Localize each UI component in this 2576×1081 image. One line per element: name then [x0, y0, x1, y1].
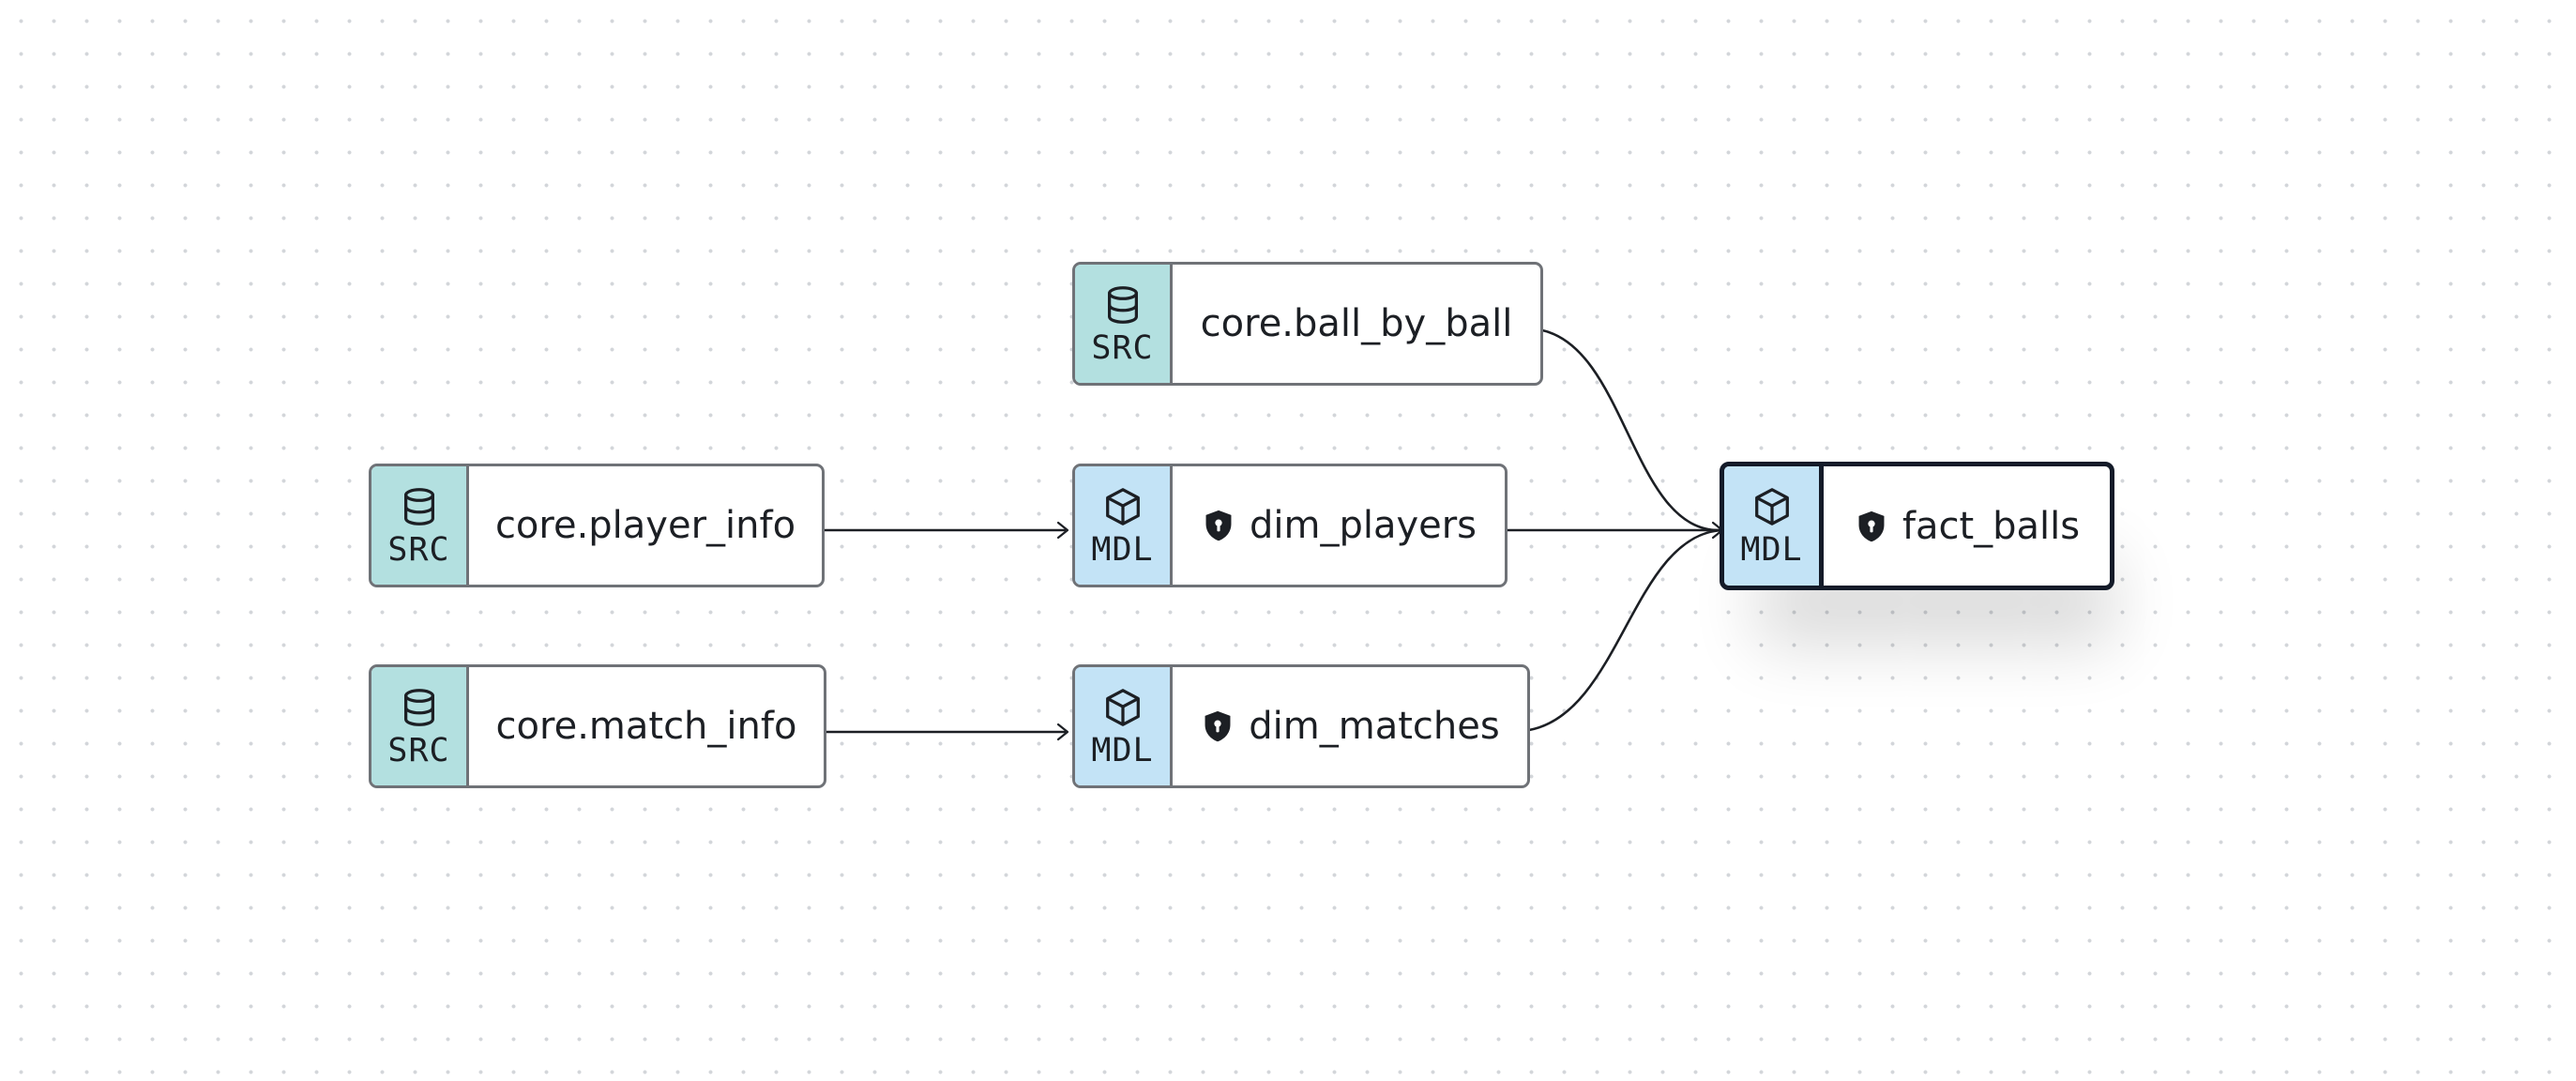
cube-icon	[1101, 485, 1144, 528]
source-badge: SRC	[1075, 265, 1173, 383]
node-type-label: MDL	[1091, 530, 1154, 569]
shield-icon	[1201, 508, 1236, 543]
cube-icon	[1750, 485, 1794, 528]
node-fact-balls[interactable]: MDL fact_balls	[1720, 462, 2114, 590]
database-icon	[1101, 283, 1144, 327]
node-name-text: dim_players	[1249, 504, 1477, 547]
source-badge: SRC	[371, 466, 469, 585]
node-dim-players[interactable]: MDL dim_players	[1072, 464, 1508, 587]
node-name-text: core.ball_by_ball	[1200, 302, 1513, 345]
node-type-label: MDL	[1740, 531, 1803, 569]
node-type-label: MDL	[1091, 731, 1154, 769]
source-badge: SRC	[371, 667, 469, 785]
shield-icon	[1854, 509, 1889, 544]
node-name: core.player_info	[469, 466, 822, 585]
arrowhead-dim-matches	[1056, 723, 1069, 741]
node-dim-matches[interactable]: MDL dim_matches	[1072, 664, 1530, 788]
node-type-label: SRC	[387, 731, 450, 769]
model-badge: MDL	[1075, 667, 1173, 785]
edge-dim-matches-to-fact-balls	[1528, 528, 1723, 732]
node-name: core.match_info	[469, 667, 824, 785]
model-badge: MDL	[1724, 466, 1824, 586]
database-icon	[398, 485, 441, 528]
model-badge: MDL	[1075, 466, 1173, 585]
node-name-text: core.match_info	[495, 705, 797, 748]
node-name: fact_balls	[1824, 466, 2110, 586]
node-name: core.ball_by_ball	[1173, 265, 1540, 383]
node-core-player-info[interactable]: SRC core.player_info	[369, 464, 825, 587]
arrowhead-dim-players	[1056, 521, 1069, 540]
cube-icon	[1101, 686, 1144, 729]
node-name: dim_players	[1173, 466, 1505, 585]
node-type-label: SRC	[1091, 328, 1154, 367]
node-core-match-info[interactable]: SRC core.match_info	[369, 664, 826, 788]
shield-icon	[1200, 708, 1235, 744]
database-icon	[398, 686, 441, 729]
node-name-text: dim_matches	[1249, 705, 1500, 748]
node-name-text: core.player_info	[494, 504, 796, 547]
node-type-label: SRC	[387, 530, 450, 569]
node-name: dim_matches	[1173, 667, 1527, 785]
node-core-ball-by-ball[interactable]: SRC core.ball_by_ball	[1072, 262, 1543, 386]
node-name-text: fact_balls	[1902, 504, 2081, 548]
edge-ball-by-ball-to-fact-balls	[1541, 328, 1723, 532]
